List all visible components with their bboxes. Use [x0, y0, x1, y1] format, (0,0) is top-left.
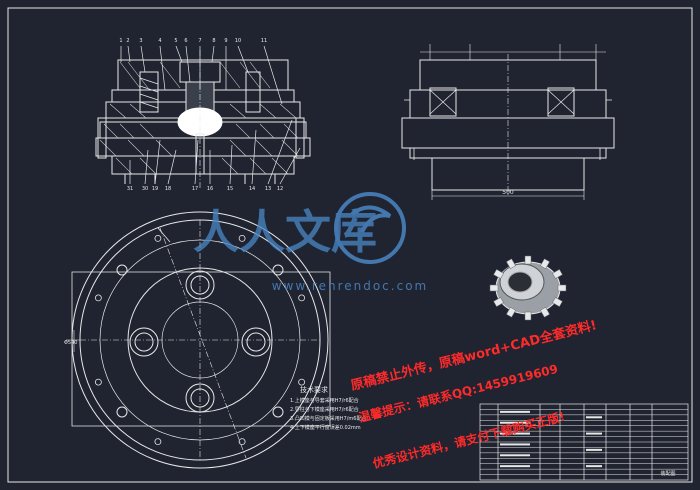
red-notice-line-3: 优秀设计资料，请支付下载购买正版! — [371, 409, 566, 471]
part-number-label: 10 — [235, 38, 241, 44]
title-block-entry — [500, 465, 530, 468]
part-number-label: 17 — [192, 186, 198, 192]
front-view-part-numbers-bottom: 31 30 19 18 17 16 15 14 13 12 — [127, 186, 283, 192]
plan-view-dimension: Φ540 — [64, 340, 77, 346]
drawing-frame — [7, 7, 693, 483]
notes-title: 技术要求 — [300, 385, 328, 394]
part-number-label: 3 — [139, 38, 142, 44]
bolt-hole — [94, 378, 102, 386]
gear-tooth — [552, 297, 563, 307]
notes-line-2: 2.导柱与下模座采用H7/r6配合 — [290, 406, 359, 413]
part-number-label: 7 — [198, 38, 201, 44]
title-block-entry — [586, 416, 602, 419]
part-number-label: 4 — [158, 38, 161, 44]
gear-tooth — [524, 311, 532, 321]
gear-tooth — [540, 306, 550, 318]
watermark-url: www.renrendoc.com — [272, 279, 428, 293]
technical-notes: 技术要求 1.上模座与导套采用H7/r6配合 2.导柱与下模座采用H7/r6配合… — [290, 385, 366, 431]
gear-tooth — [540, 258, 550, 270]
bolt-hole — [238, 234, 246, 242]
title-block-entry — [500, 421, 530, 424]
plan-view — [66, 211, 331, 469]
watermark-brand: 人人文库 — [193, 205, 377, 259]
bolt-hole — [298, 294, 306, 302]
part-number-label: 2 — [126, 38, 129, 44]
side-view-dimension: 500 — [502, 189, 514, 196]
title-block-entry — [500, 454, 530, 457]
part-number-label: 16 — [207, 186, 213, 192]
bolt-hole — [238, 438, 246, 446]
side-view — [401, 44, 615, 200]
gear-part-3d-render — [489, 255, 567, 321]
gear-tooth — [489, 284, 499, 292]
part-number-label: 13 — [265, 186, 271, 192]
part-number-label: 8 — [212, 38, 215, 44]
gear-tooth — [506, 258, 516, 270]
title-block-entry — [500, 410, 530, 413]
title-block-entry — [500, 432, 530, 435]
part-number-label: 11 — [261, 38, 267, 44]
part-number-label: 1 — [119, 38, 122, 44]
title-block-entry — [500, 443, 530, 446]
notes-line-1: 1.上模座与导套采用H7/r6配合 — [290, 397, 359, 404]
gear-tooth — [552, 269, 563, 279]
bolt-hole — [154, 438, 162, 446]
part-number-label: 5 — [174, 38, 177, 44]
front-section-view — [95, 45, 311, 190]
bolt-hole — [298, 378, 306, 386]
part-number-label: 9 — [224, 38, 227, 44]
gear-tooth — [557, 284, 567, 292]
bolt-hole — [94, 294, 102, 302]
part-number-label: 6 — [184, 38, 187, 44]
title-block-entry — [586, 432, 602, 435]
gear-tooth — [506, 306, 516, 318]
title-block-entry — [586, 465, 602, 468]
gear-tooth — [493, 269, 504, 279]
part-number-label: 15 — [227, 186, 233, 192]
notes-line-3: 3.凸凹模与固定板采用H7/m6配合 — [290, 415, 366, 422]
title-block-label: 装配图 — [660, 470, 675, 477]
part-number-label: 31 — [127, 186, 133, 192]
notes-line-4: 4.上下模座平行度误差0.02mm — [290, 424, 361, 431]
title-block-entry — [586, 448, 602, 451]
part-number-label: 30 — [142, 186, 148, 192]
bolt-hole — [154, 234, 162, 242]
gear-tooth — [524, 255, 532, 265]
part-number-label: 14 — [249, 186, 255, 192]
part-number-label: 12 — [277, 186, 283, 192]
part-number-label: 19 — [152, 186, 158, 192]
gear-tooth — [493, 297, 504, 307]
part-number-label: 18 — [165, 186, 171, 192]
red-overlay-notice: 原稿禁止外传，原稿word+CAD全套资料! 温馨提示：请联系QQ:145991… — [349, 317, 598, 471]
watermark: 人人文库 www.renrendoc.com — [193, 192, 428, 293]
